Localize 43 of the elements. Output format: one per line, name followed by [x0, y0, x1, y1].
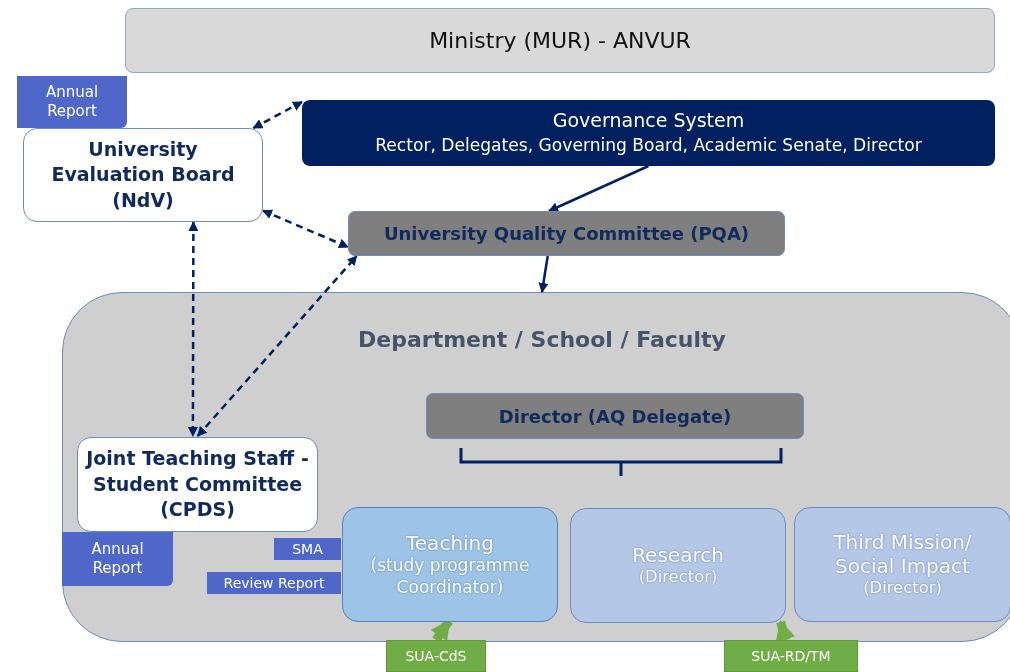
node-title: Annual Report	[90, 539, 145, 579]
document-tag	[207, 572, 341, 594]
committee-box	[23, 128, 263, 222]
committee-box	[77, 437, 318, 532]
arrow	[262, 209, 349, 249]
node-title: Teaching	[406, 531, 494, 556]
node-title: Department / School / Faculty	[358, 327, 726, 352]
document-tag	[724, 640, 858, 672]
arrow	[187, 221, 199, 437]
node-title: Ministry (MUR) - ANVUR	[429, 28, 691, 53]
node-title: Research	[632, 543, 724, 568]
node-subtitle: (Director)	[863, 578, 942, 599]
committee-box	[426, 393, 804, 439]
node-title: SUA-RD/TM	[751, 648, 831, 664]
node-title: SMA	[292, 541, 323, 557]
arrow	[252, 100, 303, 130]
governance-box	[302, 100, 995, 166]
arrow	[775, 620, 795, 642]
node-title: University Evaluation Board (NdV)	[50, 136, 236, 213]
node-title: Third Mission/ Social Impact	[832, 530, 973, 579]
node-title: University Quality Committee (PQA)	[383, 223, 750, 244]
committee-box	[348, 211, 785, 256]
ministry-box	[125, 8, 995, 73]
department-panel	[62, 292, 1010, 642]
node-title: Director (AQ Delegate)	[498, 405, 732, 427]
document-tag	[386, 640, 486, 672]
document-tag	[274, 538, 341, 560]
report-tab	[17, 76, 127, 128]
area-box	[794, 507, 1010, 622]
node-subtitle: (study programme Coordinator)	[369, 555, 531, 598]
area-box	[342, 507, 558, 622]
node-title: Joint Teaching Staff - Student Committee (CPDS)	[84, 446, 310, 523]
node-title: SUA-CdS	[405, 648, 467, 664]
arrow	[548, 164, 649, 213]
node-title: Annual Report	[44, 82, 100, 122]
node-title: Review Report	[223, 575, 325, 591]
report-tab	[62, 532, 173, 586]
arrow	[538, 255, 549, 293]
node-title: Governance System	[552, 109, 745, 132]
node-subtitle: (Director)	[638, 567, 718, 588]
node-subtitle: Rector, Delegates, Governing Board, Academic Senate, Director	[375, 135, 922, 157]
area-box	[570, 508, 786, 623]
arrow	[196, 255, 358, 437]
